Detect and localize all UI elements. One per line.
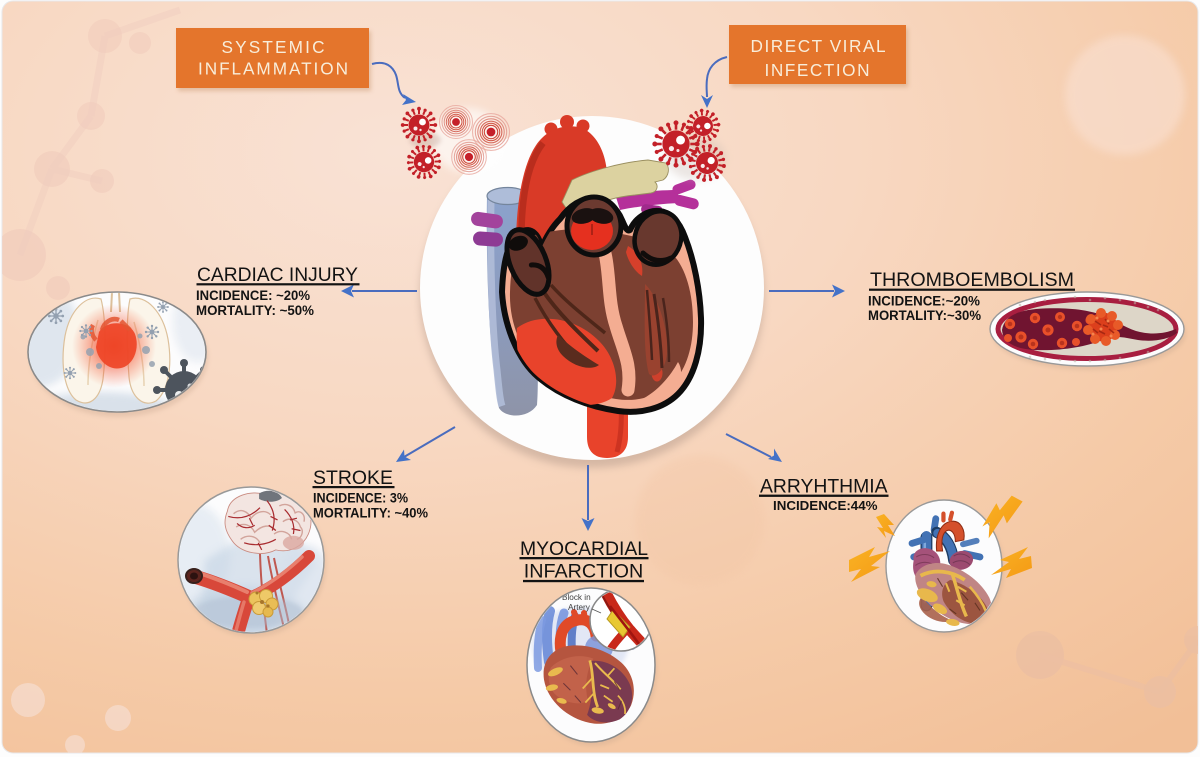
svg-text:THROMBOEMBOLISM: THROMBOEMBOLISM: [870, 269, 1074, 291]
svg-text:MORTALITY: ~50%: MORTALITY: ~50%: [196, 303, 314, 318]
svg-text:CARDIAC INJURY: CARDIAC INJURY: [197, 264, 358, 286]
svg-text:MYOCARDIAL: MYOCARDIAL: [520, 538, 648, 560]
svg-text:MORTALITY: ~40%: MORTALITY: ~40%: [313, 506, 428, 521]
svg-text:INFECTION: INFECTION: [765, 60, 870, 80]
svg-text:DIRECT VIRAL: DIRECT VIRAL: [751, 36, 886, 56]
svg-text:INFLAMMATION: INFLAMMATION: [198, 59, 348, 79]
svg-text:Artery: Artery: [568, 603, 591, 612]
svg-text:INCIDENCE: 3%: INCIDENCE: 3%: [313, 491, 408, 506]
svg-text:MORTALITY:~30%: MORTALITY:~30%: [868, 308, 981, 323]
svg-text:INFARCTION: INFARCTION: [524, 561, 644, 583]
svg-text:INCIDENCE:~20%: INCIDENCE:~20%: [868, 294, 980, 309]
svg-text:ARRYHTHMIA: ARRYHTHMIA: [760, 476, 888, 498]
svg-text:INCIDENCE: ~20%: INCIDENCE: ~20%: [196, 288, 310, 303]
svg-text:Block in: Block in: [562, 593, 591, 602]
svg-text:STROKE: STROKE: [313, 467, 393, 489]
svg-text:INCIDENCE:44%: INCIDENCE:44%: [773, 498, 878, 513]
